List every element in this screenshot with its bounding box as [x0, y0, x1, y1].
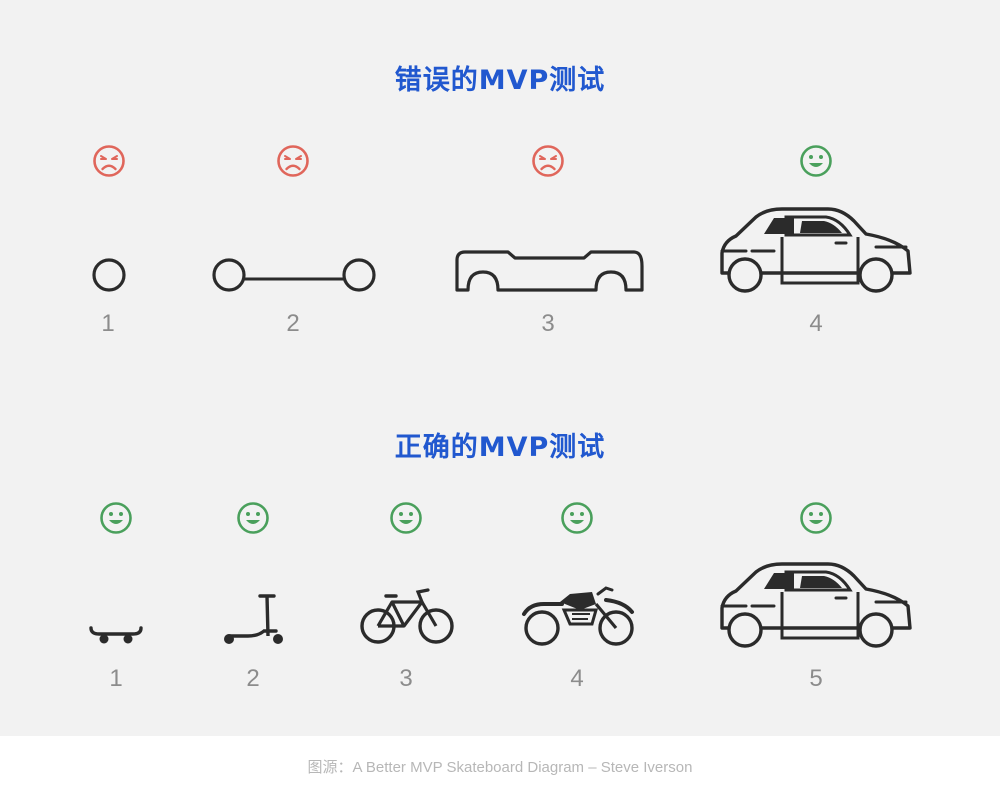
right-test-title: 正确的MVP测试: [394, 432, 606, 463]
scooter-icon: [224, 594, 283, 644]
wheel-icon: [92, 258, 126, 292]
chassis-icon: [455, 250, 644, 292]
sad-face-icon: [277, 145, 309, 177]
sad-face-icon: [532, 145, 564, 177]
motorcycle-icon: [522, 586, 634, 646]
happy-face-icon: [800, 145, 832, 177]
right-step-label-2: 2: [246, 665, 260, 692]
right-step-label-5: 5: [809, 665, 823, 692]
bicycle-icon: [360, 588, 454, 644]
happy-face-icon: [100, 502, 132, 534]
sad-face-icon: [93, 145, 125, 177]
happy-face-icon: [390, 502, 422, 534]
right-step-label-3: 3: [399, 665, 413, 692]
wrong-step-label-2: 2: [286, 310, 300, 337]
happy-face-icon: [561, 502, 593, 534]
car-icon: [720, 562, 912, 648]
right-step-label-1: 1: [109, 665, 123, 692]
skateboard-icon: [89, 626, 143, 644]
wrong-step-label-3: 3: [541, 310, 555, 337]
wrong-step-label-1: 1: [101, 310, 115, 337]
wrong-test-title: 错误的MVP测试: [394, 65, 606, 96]
diagram-panel: 错误的MVP测试 1: [0, 0, 1000, 736]
right-step-label-4: 4: [570, 665, 584, 692]
axle-icon: [212, 258, 376, 292]
happy-face-icon: [800, 502, 832, 534]
car-icon: [720, 207, 912, 293]
wrong-step-label-4: 4: [809, 310, 823, 337]
image-source-caption: 图源：A Better MVP Skateboard Diagram – Ste…: [307, 759, 693, 776]
happy-face-icon: [237, 502, 269, 534]
